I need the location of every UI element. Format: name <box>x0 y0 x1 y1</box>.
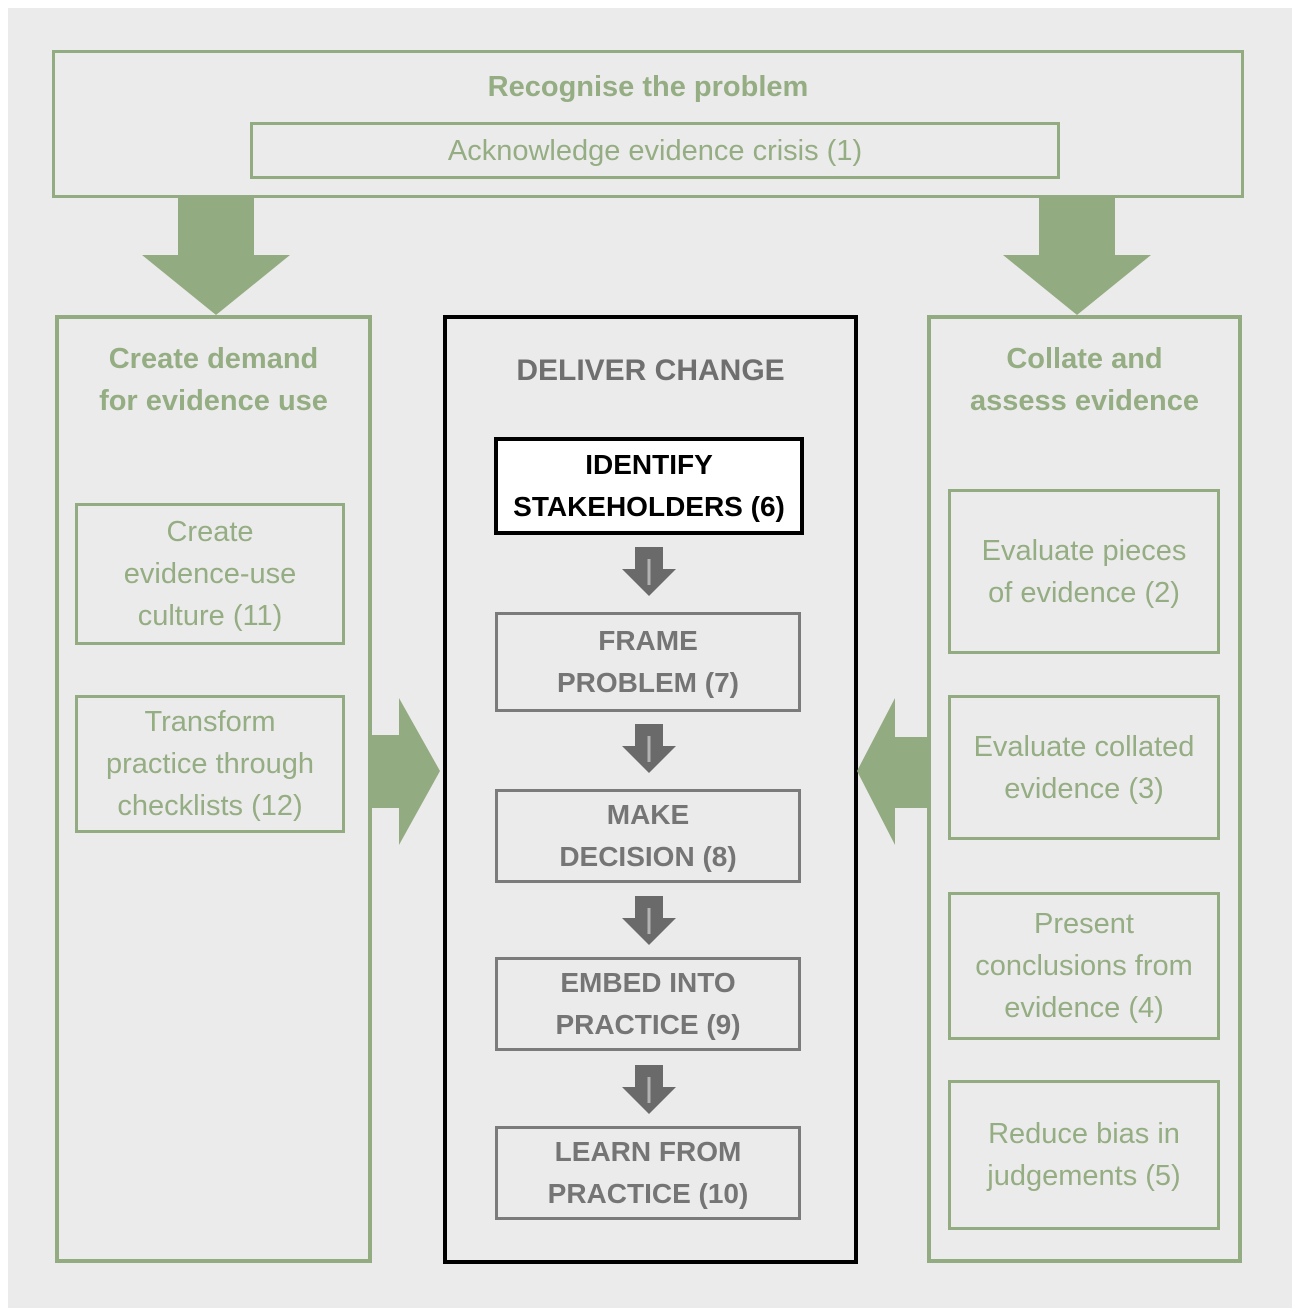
deliver-change-title: DELIVER CHANGE <box>516 354 785 387</box>
step-arrow-2-icon <box>622 724 676 773</box>
embed-into-practice-box: EMBED INTO PRACTICE (9) <box>495 957 801 1051</box>
collate-assess-column <box>927 315 1242 1263</box>
reduce-bias-box: Reduce bias in judgements (5) <box>948 1080 1220 1230</box>
step-arrow-1-icon <box>622 547 676 596</box>
recognise-problem-section <box>52 50 1244 198</box>
collate-assess-title-line1: Collate and <box>1006 343 1163 375</box>
step-arrow-4-icon <box>622 1065 676 1114</box>
deliver-change-column <box>443 315 858 1264</box>
learn-from-practice-box: LEARN FROM PRACTICE (10) <box>495 1126 801 1220</box>
down-arrow-left-icon <box>142 198 290 315</box>
create-demand-title-line2: for evidence use <box>99 385 328 417</box>
down-arrow-right-icon <box>1003 198 1151 315</box>
evaluate-pieces-box: Evaluate pieces of evidence (2) <box>948 489 1220 654</box>
right-arrow-icon <box>369 698 440 845</box>
make-decision-box: MAKE DECISION (8) <box>495 789 801 883</box>
acknowledge-evidence-crisis-box: Acknowledge evidence crisis (1) <box>250 122 1060 179</box>
create-demand-title-line1: Create demand <box>108 343 319 375</box>
step-arrow-3-icon <box>622 896 676 945</box>
collate-assess-title: Collate and assess evidence <box>927 338 1242 422</box>
collate-assess-title-line2: assess evidence <box>970 385 1199 417</box>
left-arrow-icon <box>857 698 928 845</box>
evaluate-collated-box: Evaluate collated evidence (3) <box>948 695 1220 840</box>
create-evidence-use-culture-box: Create evidence-use culture (11) <box>75 503 345 645</box>
create-demand-title: Create demand for evidence use <box>55 338 372 422</box>
acknowledge-evidence-crisis-label: Acknowledge evidence crisis (1) <box>447 134 863 167</box>
transform-practice-checklists-box: Transform practice through checklists (1… <box>75 695 345 833</box>
recognise-problem-title: Recognise the problem <box>487 71 809 103</box>
identify-stakeholders-box: IDENTIFY STAKEHOLDERS (6) <box>494 437 804 535</box>
frame-problem-box: FRAME PROBLEM (7) <box>495 612 801 712</box>
present-conclusions-box: Present conclusions from evidence (4) <box>948 892 1220 1040</box>
